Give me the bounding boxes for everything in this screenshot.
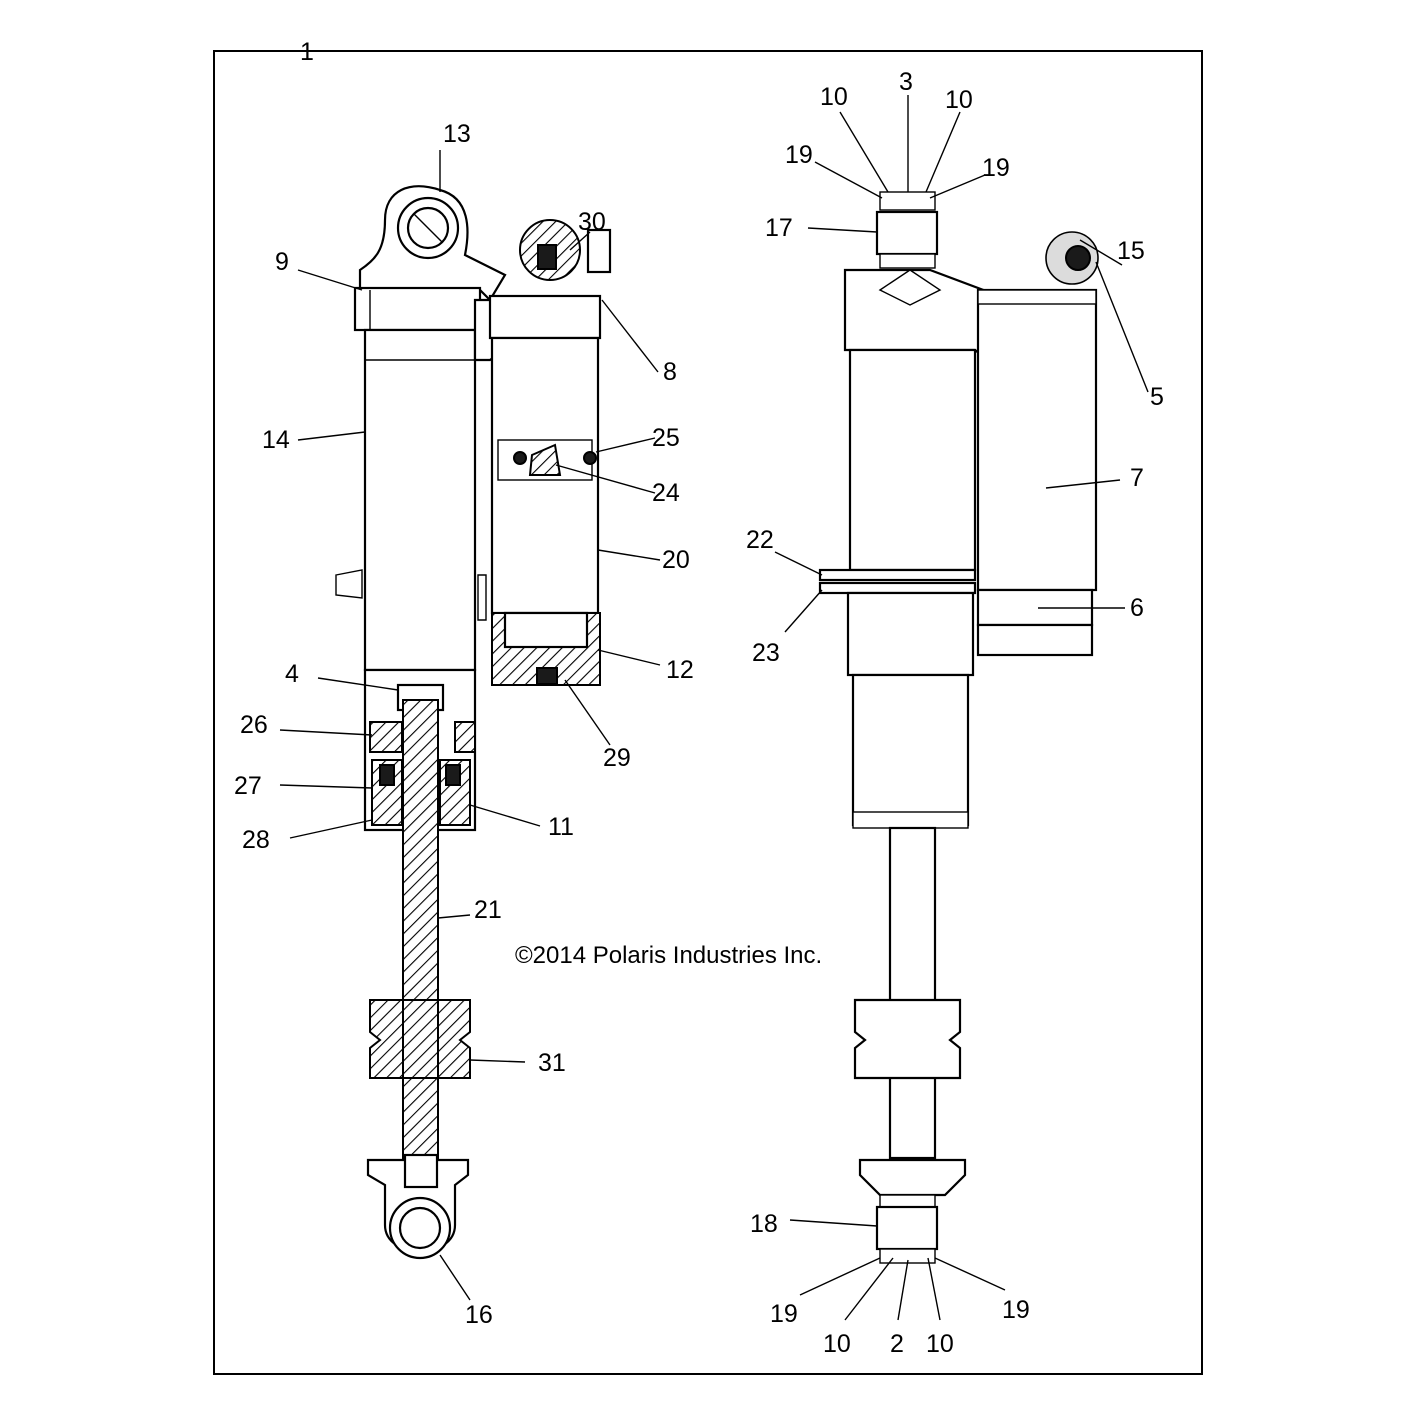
top-bushing-17 <box>875 210 939 256</box>
callout-6: 6 <box>1130 594 1144 622</box>
callout-19-bottom-right: 19 <box>1002 1296 1030 1324</box>
callout-3: 3 <box>899 68 913 96</box>
bumper-exterior <box>853 998 962 1080</box>
diagram-frame <box>213 50 1203 1375</box>
body-tube-14 <box>363 328 477 672</box>
callout-10-bottom-left: 10 <box>823 1330 851 1358</box>
callout-23: 23 <box>752 639 780 667</box>
callout-4: 4 <box>285 660 299 688</box>
callout-19-top-right: 19 <box>982 154 1010 182</box>
callout-12: 12 <box>666 656 694 684</box>
callout-29: 29 <box>603 744 631 772</box>
callout-28: 28 <box>242 826 270 854</box>
shaft-21 <box>402 699 439 1181</box>
callout-11: 11 <box>548 813 574 841</box>
callout-31: 31 <box>538 1049 566 1077</box>
cap-ring-9 <box>353 286 482 332</box>
callout-5: 5 <box>1150 383 1164 411</box>
body-bracket <box>335 569 363 599</box>
callout-20: 20 <box>662 546 690 574</box>
shock-cross-section <box>335 185 612 1260</box>
reservoir-7 <box>976 288 1098 592</box>
callout-18: 18 <box>750 1210 778 1238</box>
callout-7: 7 <box>1130 464 1144 492</box>
callout-17: 17 <box>765 214 793 242</box>
callout-30: 30 <box>578 208 606 236</box>
callout-25: 25 <box>652 424 680 452</box>
bottom-eyelet-exterior <box>858 1158 967 1197</box>
callout-10-bottom-right: 10 <box>926 1330 954 1358</box>
callout-14: 14 <box>262 426 290 454</box>
callout-2: 2 <box>890 1330 904 1358</box>
callout-13: 13 <box>443 120 471 148</box>
callout-10-top-left: 10 <box>820 83 848 111</box>
callout-19-bottom-left: 19 <box>770 1300 798 1328</box>
copyright-notice: ©2014 Polaris Industries Inc. <box>515 942 822 969</box>
callout-22: 22 <box>746 526 774 554</box>
callout-24: 24 <box>652 479 680 507</box>
shaft-exterior <box>888 826 937 1160</box>
bottom-bushing-18 <box>875 1205 939 1251</box>
lower-sleeve <box>851 673 970 827</box>
callout-16: 16 <box>465 1301 493 1329</box>
shock-exterior-view <box>818 191 1099 1264</box>
callout-27: 27 <box>234 772 262 800</box>
reservoir-cap-8 <box>488 294 602 340</box>
callout-labels: 1 13 9 30 8 14 25 24 20 12 4 29 26 27 11… <box>234 38 1164 1358</box>
ring-23 <box>818 581 977 595</box>
callout-26: 26 <box>240 711 268 739</box>
callout-1: 1 <box>300 38 314 66</box>
ring-22 <box>818 568 977 582</box>
callout-9: 9 <box>275 248 289 276</box>
leader-lines <box>279 95 1149 1321</box>
callout-19-top-left: 19 <box>785 141 813 169</box>
callout-8: 8 <box>663 358 677 386</box>
body-main <box>848 348 977 572</box>
callout-10-top-right: 10 <box>945 86 973 114</box>
callout-15: 15 <box>1117 237 1145 265</box>
callout-21: 21 <box>474 896 502 924</box>
